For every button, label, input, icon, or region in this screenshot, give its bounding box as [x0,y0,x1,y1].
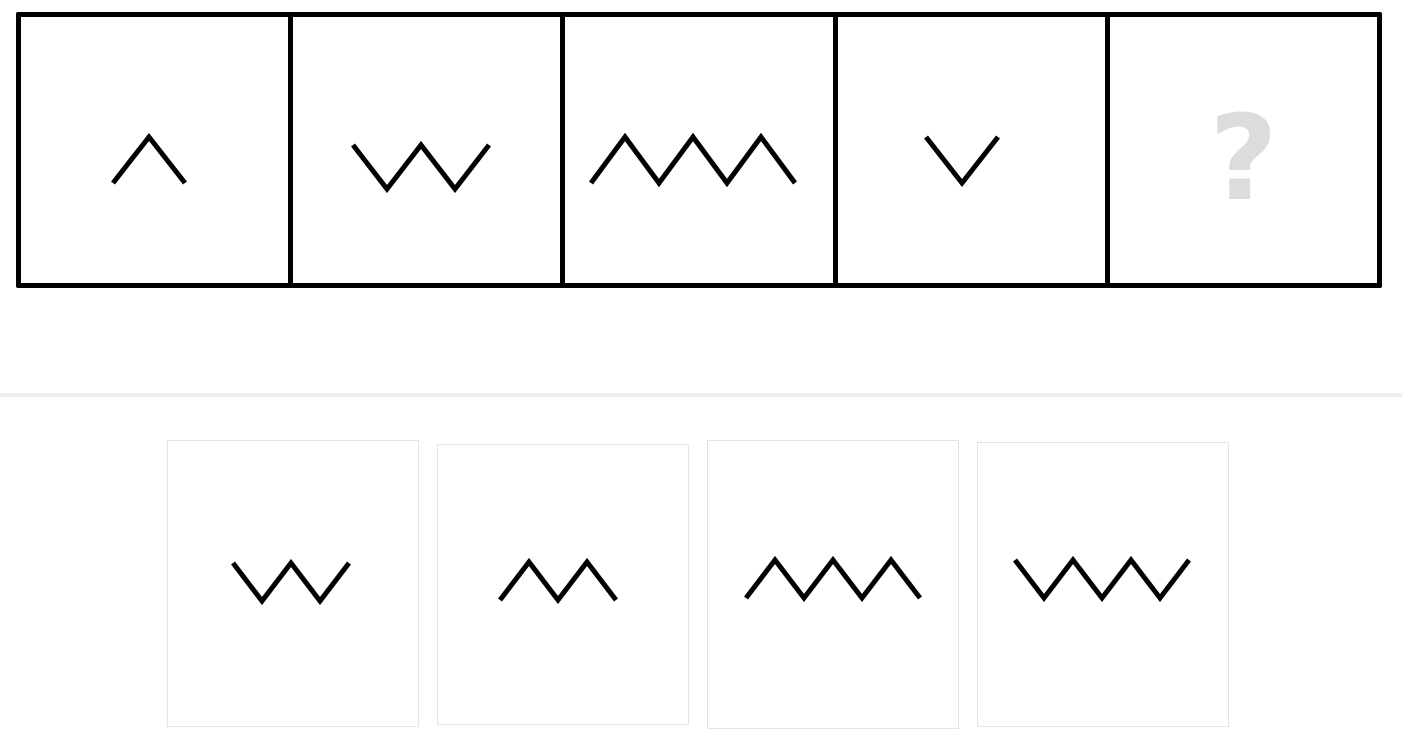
zigzag-line [744,555,922,603]
zigzag-line [1013,555,1191,603]
sequence-cell-3 [565,17,838,283]
sequence-cell-1 [21,17,294,283]
zigzag-figure-3 [589,132,798,188]
zigzag-line [589,132,798,188]
answer-option-3[interactable] [707,440,959,729]
divider [0,393,1402,397]
answer-option-1[interactable] [167,440,419,727]
zigzag-line [351,140,492,194]
answer-option-4[interactable] [977,442,1229,727]
option-zigzag-figure-1 [231,558,351,606]
option-zigzag-figure-4 [1013,555,1191,603]
zigzag-line [498,557,618,605]
question-mark: ? [1209,89,1278,227]
zigzag-line [231,558,351,606]
option-zigzag-figure-2 [498,557,618,605]
sequence-cell-4 [838,17,1110,283]
answer-option-2[interactable] [437,444,689,725]
zigzag-figure-1 [111,132,187,185]
sequence-cell-2 [293,17,566,283]
zigzag-figure-4 [923,135,1000,188]
option-zigzag-figure-3 [744,555,922,603]
zigzag-line [923,135,1000,188]
zigzag-figure-2 [351,140,492,194]
sequence-cell-missing: ? [1110,17,1377,283]
zigzag-line [111,132,187,185]
sequence-row: ? [16,12,1382,288]
